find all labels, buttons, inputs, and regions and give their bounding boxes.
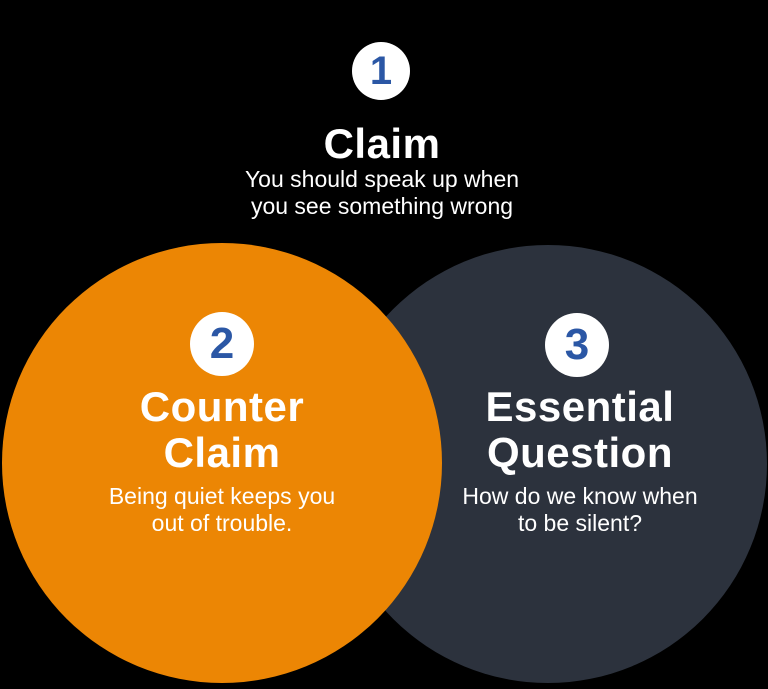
counter-claim-body-line1: Being quiet keeps you xyxy=(108,483,336,509)
counter-claim-number-badge: 2 xyxy=(190,312,254,376)
claim-body-line2: you see something wrong xyxy=(250,193,514,219)
essential-question-body-line2: to be silent? xyxy=(517,510,643,536)
claim-title: Claim xyxy=(323,120,441,167)
claim-body: You should speak up when you see somethi… xyxy=(172,166,592,220)
counter-claim-number: 2 xyxy=(209,319,235,368)
claim-number-badge: 1 xyxy=(352,42,410,100)
essential-question-title-line2: Question xyxy=(486,429,673,476)
essential-question-body: How do we know when to be silent? xyxy=(380,483,768,537)
essential-question-number: 3 xyxy=(564,320,590,369)
counter-claim-title-line2: Claim xyxy=(163,429,281,476)
claim-number: 1 xyxy=(369,48,393,93)
claim-body-line1: You should speak up when xyxy=(244,166,520,192)
essential-question-body-line1: How do we know when xyxy=(462,483,698,509)
essential-question-title-line1: Essential xyxy=(485,383,675,430)
counter-claim-title-line1: Counter xyxy=(139,383,305,430)
essential-question-circle: 3 Essential Question How do we know when… xyxy=(329,245,767,683)
counter-claim-body-line2: out of trouble. xyxy=(151,510,293,536)
counter-claim-circle: 2 Counter Claim Being quiet keeps you ou… xyxy=(2,243,442,683)
essential-question-number-badge: 3 xyxy=(545,313,609,377)
counter-claim-title: Counter Claim xyxy=(22,384,422,476)
essential-question-title: Essential Question xyxy=(380,384,768,476)
counter-claim-body: Being quiet keeps you out of trouble. xyxy=(22,483,422,537)
